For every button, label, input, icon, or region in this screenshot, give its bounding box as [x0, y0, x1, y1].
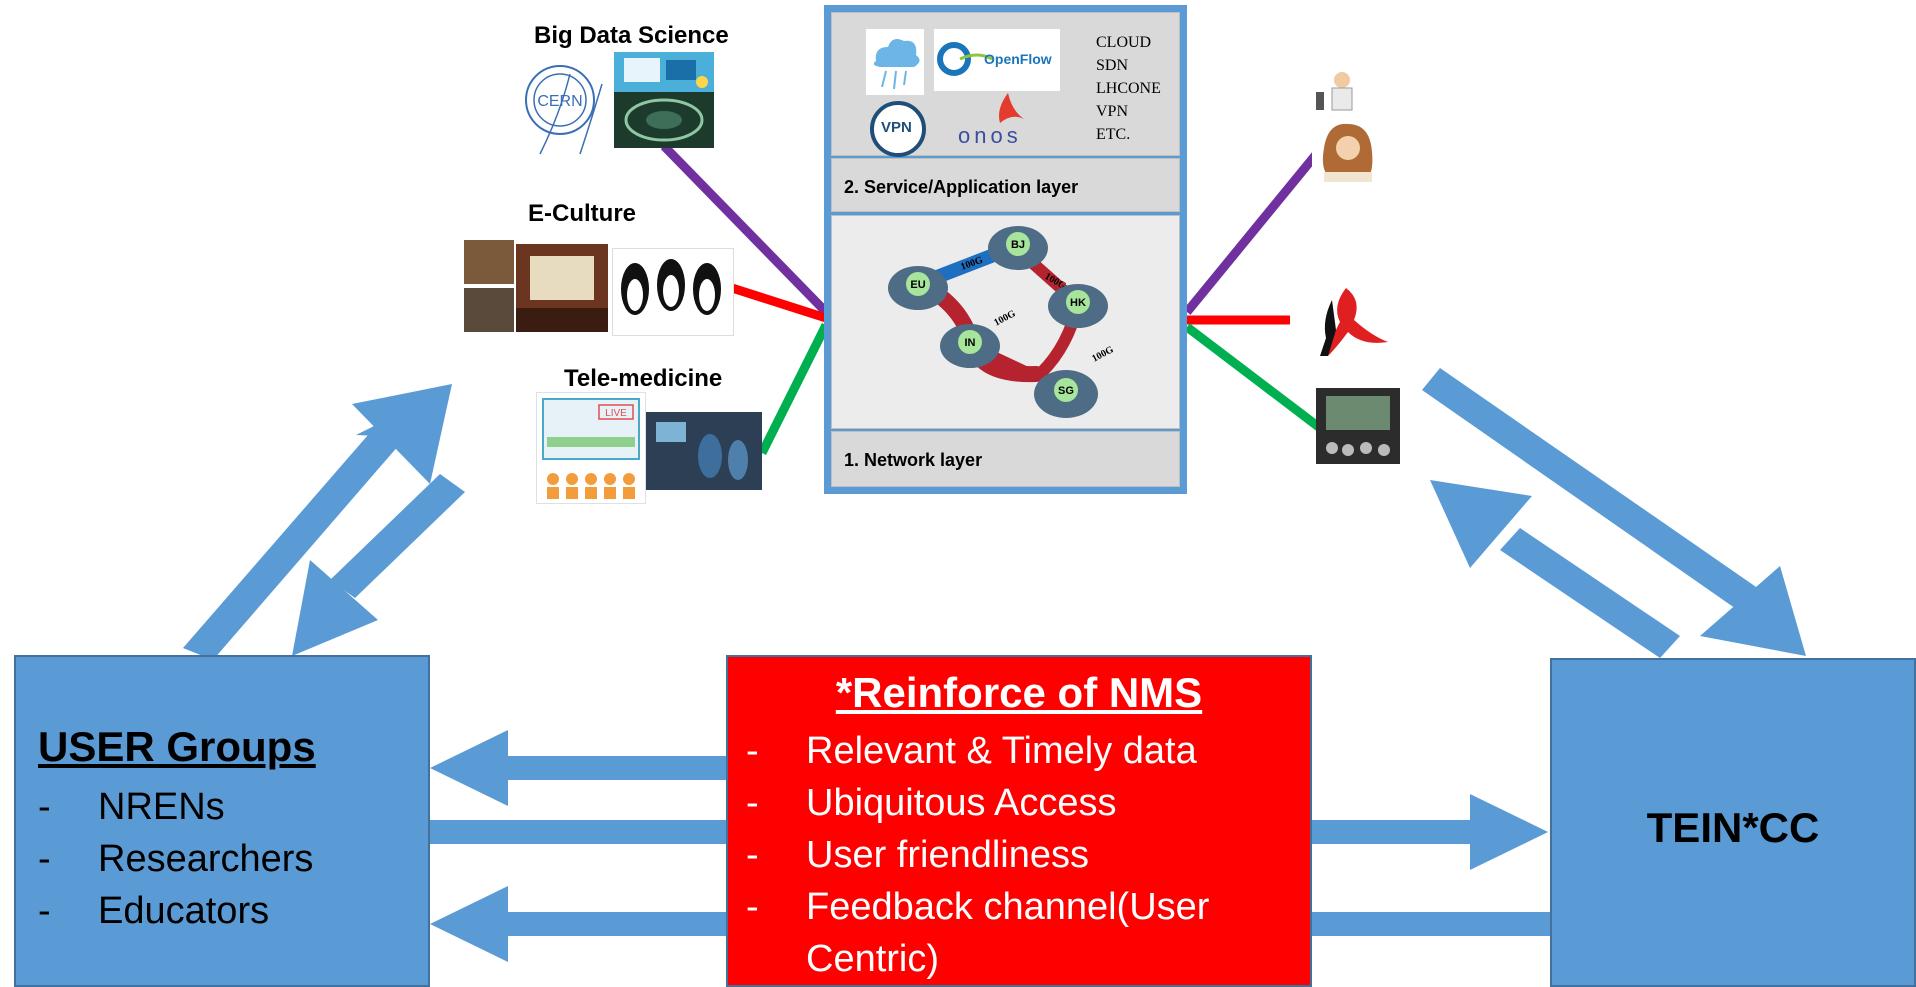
node-bj: BJ [988, 226, 1048, 270]
user-group-item: -Researchers [38, 838, 314, 880]
videoconference-image [1316, 388, 1400, 464]
big-data-image-bottom [614, 92, 714, 148]
tech-panel: OpenFlow VPN onos CLOUD SDN LHCONE VPN E… [831, 12, 1180, 159]
connector-big-data [660, 142, 830, 316]
arrow-user-to-apps [183, 384, 452, 660]
live-surgery-illustration: LIVE [536, 392, 646, 504]
tein-cc-box: TEIN*CC [1550, 658, 1916, 987]
arrow-apps-to-user [292, 474, 465, 656]
tele-medicine-label: Tele-medicine [564, 365, 723, 392]
connector-researcher [1183, 149, 1322, 315]
cern-logo: CERN [510, 54, 614, 158]
operating-room-photo [646, 412, 762, 490]
user-group-item: -Educators [38, 890, 270, 932]
tech-item: ETC. [1096, 126, 1131, 143]
bar-user-to-tein [428, 794, 1548, 870]
big-data-label: Big Data Science [534, 22, 729, 49]
tech-item: CLOUD [1096, 34, 1152, 51]
big-data-image-top [614, 52, 714, 92]
cern-logo-text: CERN [537, 93, 582, 110]
vpn-logo-text: VPN [881, 119, 912, 136]
arrow-apps-to-tein [1422, 368, 1806, 656]
openflow-logo-text: OpenFlow [984, 51, 1052, 67]
dance-image [1292, 280, 1402, 360]
e-culture-label: E-Culture [528, 200, 636, 227]
node-in: IN [940, 324, 1000, 368]
arrow-tein-to-user-bottom [430, 886, 1550, 962]
node-label: BJ [1011, 239, 1025, 251]
link-label: 100G [1090, 344, 1115, 365]
connector-conference [1184, 323, 1323, 432]
service-layer-label: 2. Service/Application layer [844, 177, 1079, 197]
nms-box: *Reinforce of NMS -Relevant & Timely dat… [726, 655, 1312, 987]
cloud-icon [866, 29, 924, 95]
arrow-nms-to-user-top [430, 730, 726, 806]
user-groups-box: USER Groups -NRENs -Researchers -Educato… [14, 655, 430, 987]
connector-tele-medicine [757, 322, 831, 456]
openflow-logo: OpenFlow [934, 29, 1060, 91]
onos-logo: onos [950, 89, 1060, 155]
node-sg: SG [1034, 370, 1098, 418]
network-map-panel: 100G 100G 100G 100G EU BJ HK IN SG [831, 215, 1180, 429]
penguins-image [612, 248, 734, 336]
tech-item: VPN [1096, 103, 1129, 120]
e-culture-photo-1 [464, 240, 514, 284]
nms-item: -Feedback channel(User Centric) [746, 886, 1210, 980]
technology-stack: OpenFlow VPN onos CLOUD SDN LHCONE VPN E… [824, 5, 1187, 494]
researcher-reading-image [1312, 118, 1382, 184]
network-topology: 100G 100G 100G 100G EU BJ HK IN SG [888, 226, 1116, 418]
network-layer-panel: 1. Network layer [831, 431, 1180, 487]
node-hk: HK [1048, 284, 1108, 328]
network-layer-label: 1. Network layer [844, 450, 983, 470]
node-label: SG [1058, 385, 1074, 397]
nms-item: -Relevant & Timely data [746, 730, 1197, 772]
tech-item: SDN [1096, 57, 1129, 74]
user-groups-list: -NRENs -Researchers -Educators [38, 781, 313, 937]
tech-item: LHCONE [1096, 80, 1161, 97]
node-eu: EU [888, 266, 948, 310]
user-groups-title: USER Groups [38, 723, 316, 770]
nms-item: -User friendliness [746, 834, 1089, 876]
node-label: EU [910, 279, 925, 291]
e-culture-photo-2 [464, 288, 514, 332]
tein-cc-title: TEIN*CC [1646, 804, 1820, 851]
e-culture-stage-photo [516, 244, 608, 332]
live-badge: LIVE [605, 408, 627, 419]
tech-list: CLOUD SDN LHCONE VPN ETC. [1096, 31, 1161, 146]
arrow-tein-to-apps [1430, 480, 1680, 658]
link-label: 100G [992, 308, 1017, 329]
nms-item: -Ubiquitous Access [746, 782, 1117, 824]
vpn-logo: VPN [866, 99, 928, 159]
scientist-microscope-image [1306, 66, 1362, 114]
user-group-item: -NRENs [38, 786, 225, 828]
connector-e-culture [730, 283, 828, 323]
node-label: HK [1070, 297, 1086, 309]
nms-list: -Relevant & Timely data -Ubiquitous Acce… [746, 725, 1306, 985]
node-label: IN [965, 337, 976, 349]
onos-logo-text: onos [958, 123, 1022, 148]
service-layer-panel: 2. Service/Application layer [831, 158, 1180, 212]
nms-title: *Reinforce of NMS [835, 669, 1203, 716]
